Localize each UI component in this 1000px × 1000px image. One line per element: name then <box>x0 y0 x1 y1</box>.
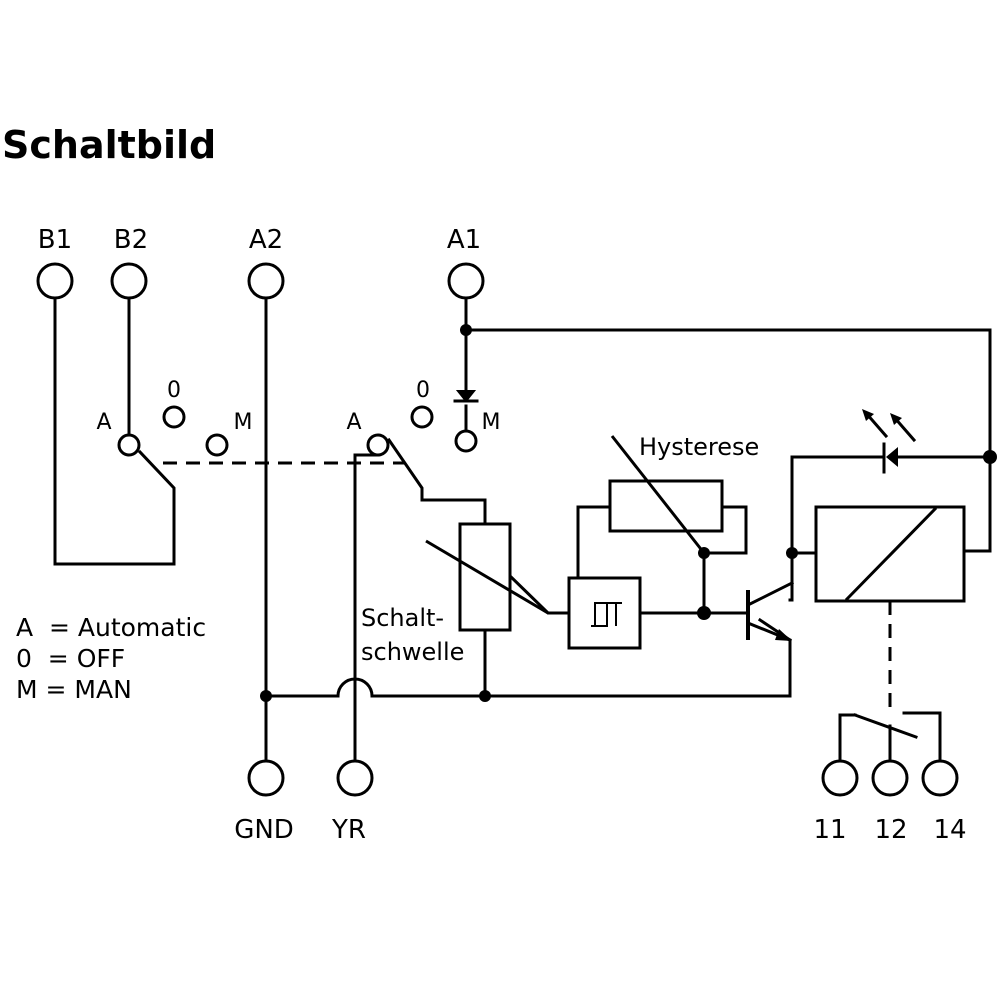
wire-led-left <box>788 455 886 602</box>
switch-left-label-a: A <box>96 410 111 435</box>
switch-right-label-m: M <box>482 410 501 435</box>
terminal-gnd-circle <box>247 759 285 797</box>
legend-man: M = MAN <box>16 675 132 704</box>
wire-hyst-right <box>702 505 748 555</box>
junction-a1 <box>460 324 472 336</box>
diode-a1-triangle <box>455 390 477 403</box>
diagram-title: Schaltbild <box>2 123 217 167</box>
switch-left-contact-0 <box>162 405 186 429</box>
transistor-collector <box>745 580 795 608</box>
terminal-11-circle <box>821 759 859 797</box>
terminal-a2-label: A2 <box>249 225 283 255</box>
terminal-a1-circle <box>447 262 485 300</box>
terminal-b1-circle <box>36 262 74 300</box>
wire-contact-11 <box>838 713 857 764</box>
junction-relay-left <box>786 547 798 559</box>
junction-a2-bus <box>260 690 272 702</box>
schwelle-adjust-line <box>425 539 549 615</box>
junction-hyst-bottom <box>697 606 711 620</box>
led-arrowhead-1 <box>862 409 874 421</box>
switch-right-contact-0 <box>410 405 434 429</box>
switch-right-contact-a <box>366 433 390 457</box>
led-arrowhead-2 <box>890 413 902 425</box>
switch-right-label-0: 0 <box>416 378 430 403</box>
switch-right-label-a: A <box>346 410 361 435</box>
legend-automatic: A = Automatic <box>16 613 207 642</box>
legend-off: 0 = OFF <box>16 644 126 673</box>
terminal-b1-label: B1 <box>38 225 72 255</box>
switch-right-blade <box>386 437 487 526</box>
legend: A = Automatic 0 = OFF M = MAN <box>16 612 206 705</box>
switch-left-contact-m <box>205 433 229 457</box>
terminal-yr-label: YR <box>331 815 366 845</box>
switch-left-label-0: 0 <box>167 378 181 403</box>
wire-contact-14 <box>902 711 942 764</box>
terminal-12-label: 12 <box>874 815 907 845</box>
terminal-gnd-label: GND <box>234 815 294 845</box>
wire-yr <box>353 453 380 764</box>
trigger-hysteresis-symbol <box>591 602 622 627</box>
terminal-a2-circle <box>247 262 285 300</box>
schaltschwelle-label-line1: Schalt- <box>361 604 444 632</box>
trigger-box <box>567 576 642 650</box>
transistor-arrowhead <box>775 629 792 641</box>
switch-left-label-m: M <box>234 410 253 435</box>
junction-schwelle-bus <box>479 690 491 702</box>
wire-b1 <box>53 296 176 566</box>
wire-trigger-top <box>576 505 612 580</box>
junction-led-right <box>983 450 997 464</box>
ground-bus <box>264 617 792 698</box>
terminal-12-circle <box>871 759 909 797</box>
terminal-b2-label: B2 <box>114 225 148 255</box>
switch-right-contact-m <box>454 429 478 453</box>
schaltschwelle-label-line2: schwelle <box>361 638 464 666</box>
terminal-a1-label: A1 <box>447 225 481 255</box>
contact-blade <box>853 713 918 739</box>
wire-a1 <box>464 296 992 553</box>
terminal-14-label: 14 <box>933 815 966 845</box>
terminal-14-circle <box>921 759 959 797</box>
hysterese-label: Hysterese <box>639 433 759 461</box>
led-triangle <box>886 447 898 467</box>
switch-left-contact-a <box>117 433 141 457</box>
junction-hyst-top <box>698 547 710 559</box>
terminal-yr-circle <box>336 759 374 797</box>
terminal-b2-circle <box>110 262 148 300</box>
hysterese-adjust-line <box>610 435 706 554</box>
relay-coil-slash <box>844 506 938 602</box>
terminal-11-label: 11 <box>813 815 846 845</box>
